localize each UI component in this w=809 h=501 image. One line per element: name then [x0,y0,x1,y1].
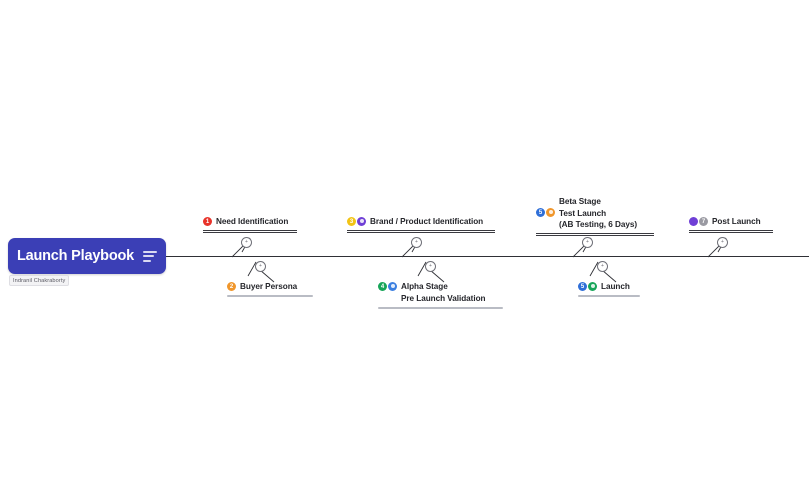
node-underline [203,229,297,233]
toggle-brand-product[interactable]: + [411,237,422,248]
node-label: Buyer Persona [240,282,298,291]
number-badge: 2 [227,282,236,291]
toggle-need-identification[interactable]: + [241,237,252,248]
node-badges: 2 [227,281,236,291]
node-label: Alpha Stage Pre Launch Validation [401,282,486,303]
number-badge: 4 [378,282,387,291]
node-badges: 4 [378,281,397,291]
node-label: Beta Stage Test Launch (AB Testing, 6 Da… [559,197,638,229]
node-badges: 5 [578,281,597,291]
node-need-identification[interactable]: 1 Need Identification [203,216,297,233]
number-badge: 3 [347,217,356,226]
node-badges: 3 [347,216,366,226]
node-brand-product-identification[interactable]: 3 Brand / Product Identification [347,216,495,233]
node-beta-stage[interactable]: 5 Beta Stage Test Launch (AB Testing, 6 … [536,196,654,236]
node-underline [578,295,640,297]
node-badges: 1 [203,216,212,226]
node-launch[interactable]: 5 Launch [578,281,640,297]
toggle-beta-stage[interactable]: + [582,237,593,248]
number-badge: 5 [536,208,545,217]
page-title: Launch Playbook [16,248,135,264]
number-badge: 1 [203,217,212,226]
attachment-icon [388,282,397,291]
node-label: Brand / Product Identification [370,217,484,226]
node-underline [689,229,773,233]
node-buyer-persona[interactable]: 2 Buyer Persona [227,281,313,297]
count-badge: 7 [699,217,708,226]
node-alpha-stage[interactable]: 4 Alpha Stage Pre Launch Validation [378,281,503,309]
node-underline [227,295,313,297]
node-label: Launch [601,282,630,291]
root-node[interactable]: Launch Playbook [8,238,166,274]
node-underline [378,306,503,309]
node-label: Need Identification [216,217,289,226]
node-underline [536,232,654,236]
toggle-post-launch[interactable]: + [717,237,728,248]
attachment-icon [357,217,366,226]
attachment-icon [546,208,555,217]
node-post-launch[interactable]: 7 Post Launch [689,216,773,233]
toggle-alpha-stage[interactable]: + [425,261,436,272]
node-badges: 5 [536,196,555,217]
node-badges: 7 [689,216,708,226]
author-chip: Indranil Chakraborty [9,275,70,286]
toggle-launch[interactable]: + [597,261,608,272]
number-badge: 5 [578,282,587,291]
attachment-icon [588,282,597,291]
node-label: Post Launch [712,217,761,226]
node-underline [347,229,495,233]
list-icon[interactable] [143,250,158,262]
toggle-buyer-persona[interactable]: + [255,261,266,272]
status-dot [689,217,698,226]
